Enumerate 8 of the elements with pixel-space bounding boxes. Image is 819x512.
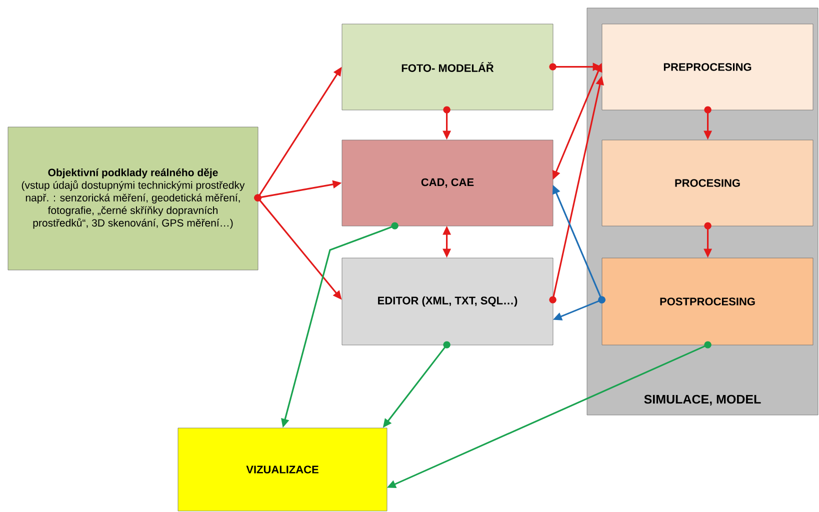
source-box: Objektivní podklady reálného děje (vstup údajů dostupnými technickými prostředky např. : senzorická měření, geodetická měření, fotografie, „černé skříňky dopravních prostředků“, 3D skenování, GPS měření…) xyxy=(8,126,258,270)
process-box: FOTO- MODELÁŘ xyxy=(342,24,554,110)
process-box: PROCESING xyxy=(602,140,814,226)
process-box: CAD, CAE xyxy=(342,140,554,226)
process-box: POSTPROCESING xyxy=(602,258,814,346)
process-box: PREPROCESING xyxy=(602,24,814,110)
output-box: VIZUALIZACE xyxy=(178,428,388,512)
process-box: EDITOR (XML, TXT, SQL…) xyxy=(342,258,554,346)
